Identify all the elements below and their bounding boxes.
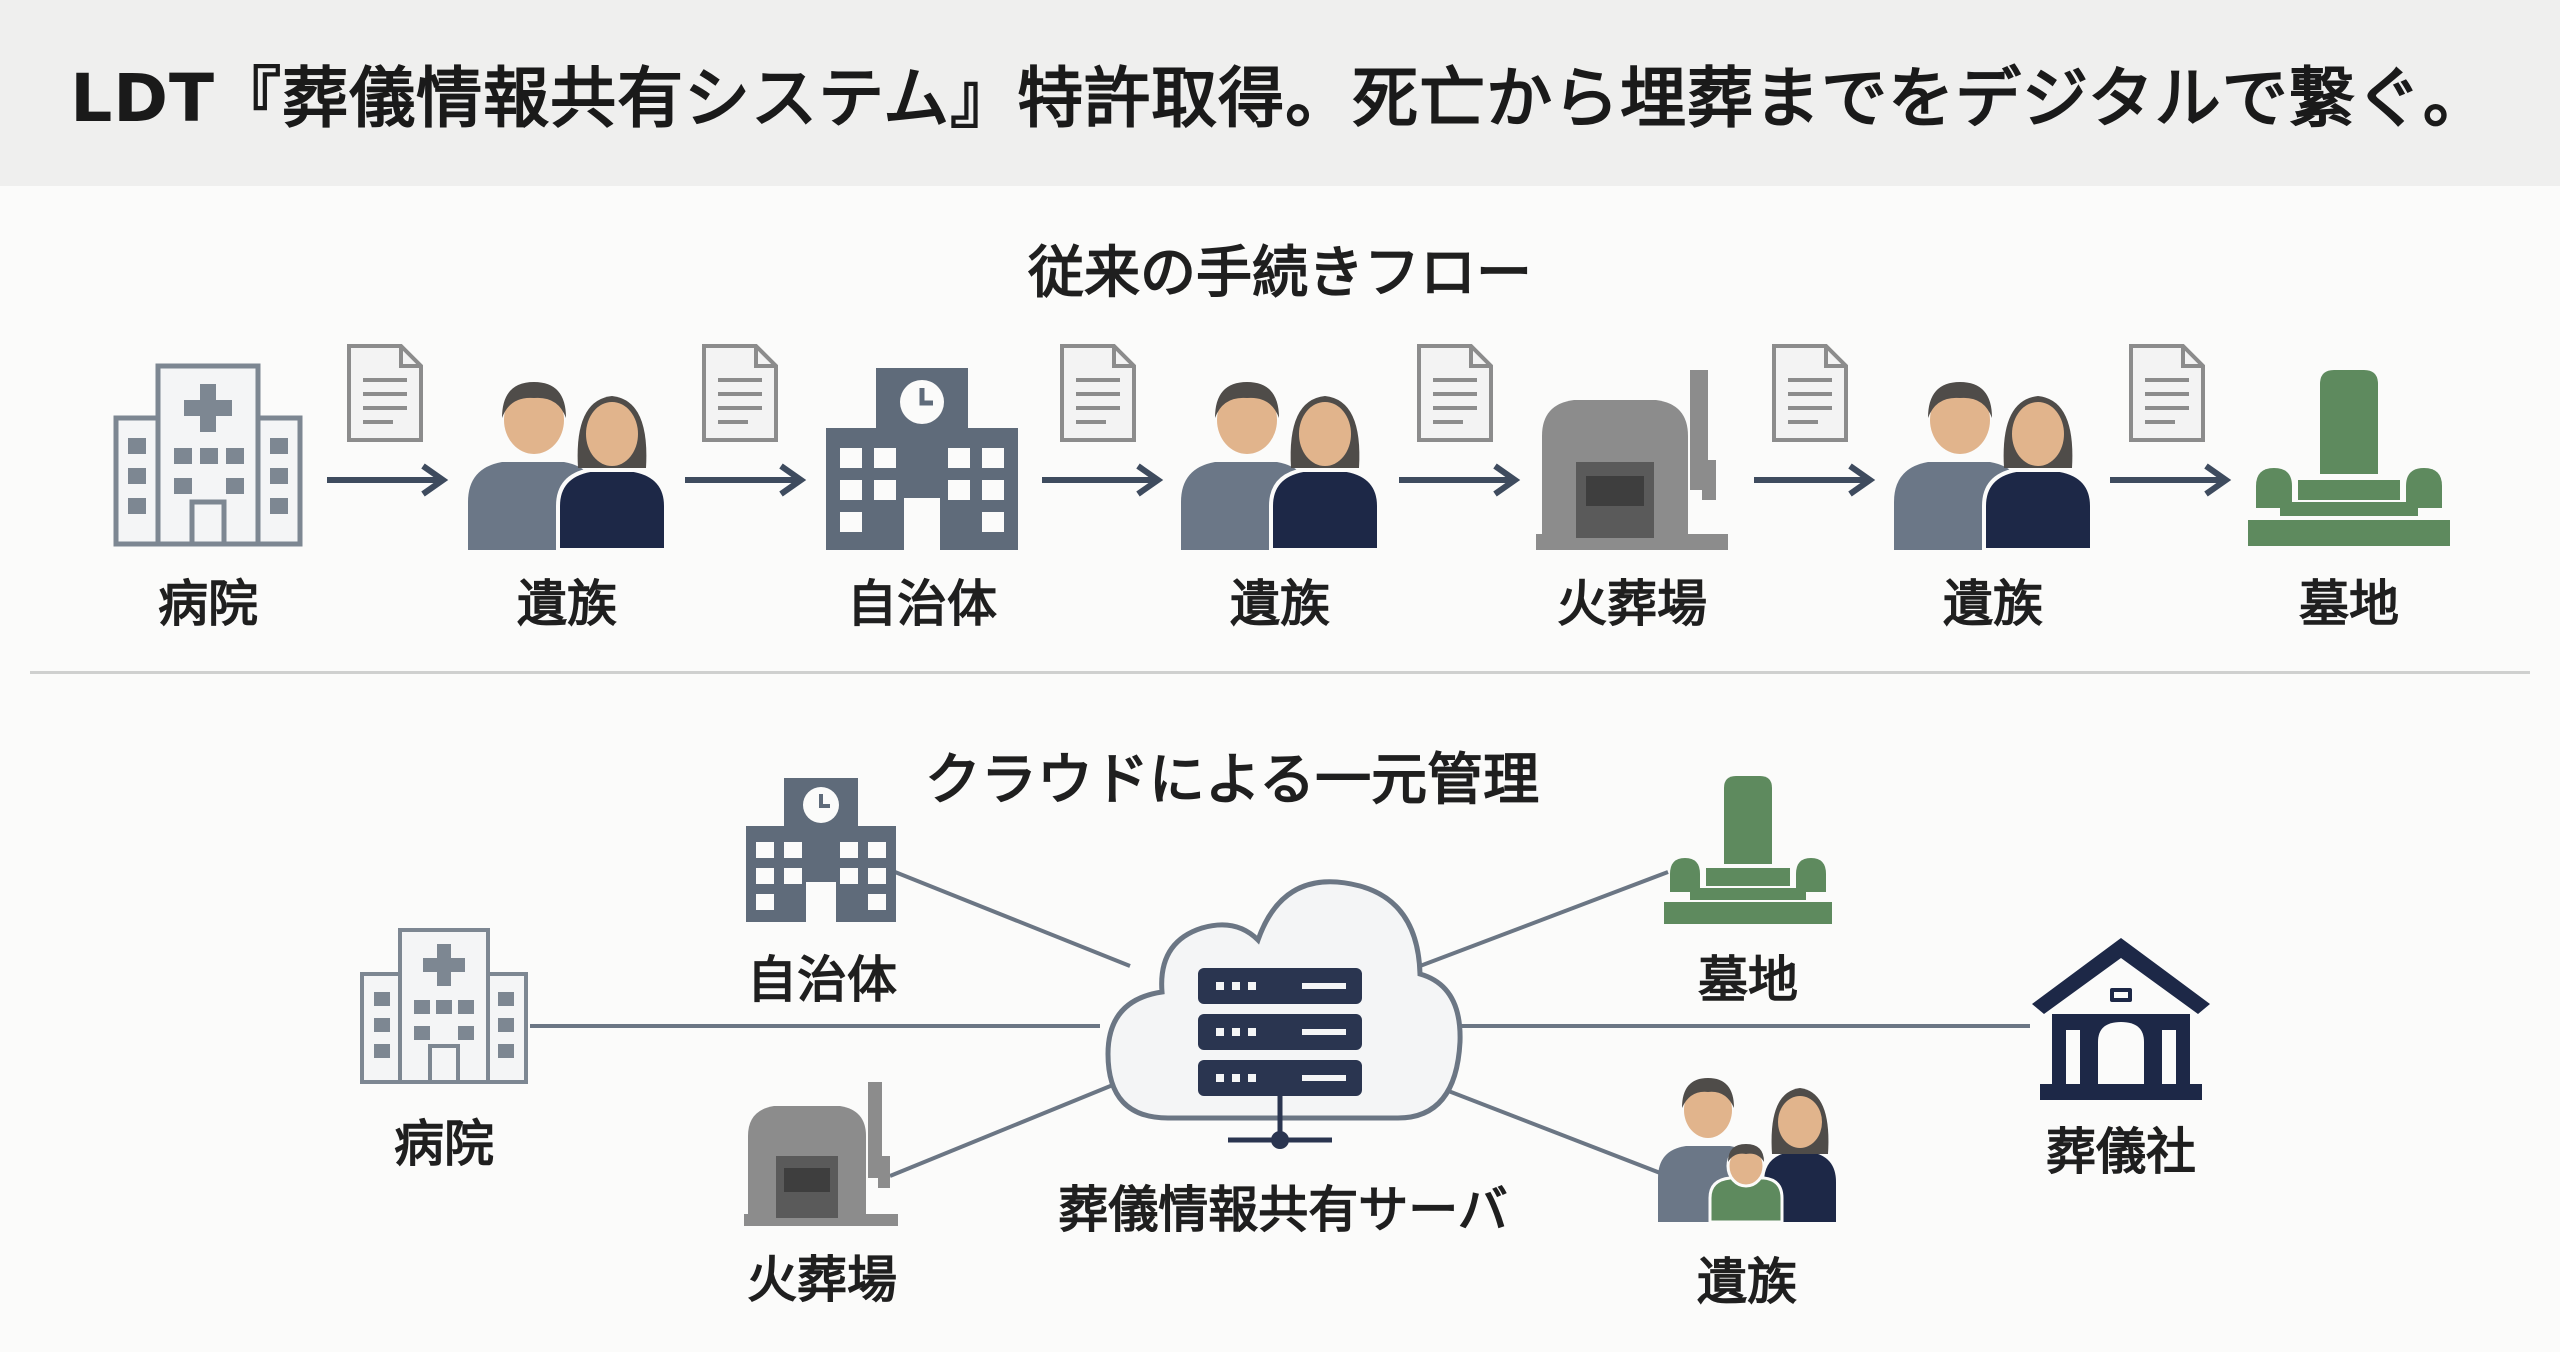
link-crematorium [889, 1076, 1131, 1178]
grave-icon [1664, 776, 1832, 924]
title-bar: LDT『葬儀情報共有システム』特許取得。死亡から埋葬までをデジタルで繋ぐ。 [0, 0, 2560, 186]
flow-step-family [1175, 372, 1385, 552]
hospital-icon [360, 928, 528, 1084]
flow-arrow-icon [1399, 463, 1521, 497]
flow-arrow-icon [327, 463, 449, 497]
flow-step-family [1888, 372, 2098, 552]
flow-step-label: 墓地 [2299, 575, 2399, 633]
city-hall-icon [746, 778, 896, 922]
server-label: 葬儀情報共有サーバ [1058, 1181, 1508, 1239]
funeral-home-icon [2032, 938, 2210, 1100]
family-icon [1181, 382, 1381, 552]
page-title: LDT『葬儀情報共有システム』特許取得。死亡から埋葬までをデジタルで繋ぐ。 [70, 60, 2490, 137]
family-with-child-icon [1658, 1078, 1836, 1224]
flow-step-hospital [108, 362, 308, 552]
hub-node-crematorium [740, 1078, 902, 1228]
hub-node-funeral-company [2030, 934, 2212, 1102]
hub-cloud-server [1098, 858, 1468, 1158]
flow-step-label: 病院 [158, 575, 258, 633]
link-cemetery [1419, 870, 1669, 968]
flow-arrow-icon [685, 463, 807, 497]
flow-step-city-hall [822, 364, 1022, 552]
link-city-hall [889, 868, 1131, 968]
document-icon [347, 344, 423, 442]
hub-node-label: 火葬場 [747, 1251, 897, 1309]
flow-step-grave [2244, 368, 2454, 552]
cloud-server-icon [1105, 879, 1463, 1149]
link-family [1419, 1078, 1669, 1178]
flow-step-label: 遺族 [1943, 575, 2043, 633]
cloud-management-heading: クラウドによる一元管理 [924, 748, 1540, 813]
hub-node-label: 自治体 [747, 951, 897, 1009]
hub-node-label: 葬儀社 [2046, 1123, 2196, 1181]
section-divider [30, 671, 2530, 674]
flow-step-label: 遺族 [517, 575, 617, 633]
hub-node-family [1654, 1074, 1840, 1224]
hub-node-label: 墓地 [1698, 951, 1798, 1009]
hub-node-cemetery [1660, 774, 1836, 928]
flow-step-label: 火葬場 [1557, 575, 1707, 633]
hub-node-label: 病院 [394, 1115, 494, 1173]
flow-arrow-icon [2110, 463, 2232, 497]
flow-step-crematorium [1532, 364, 1732, 552]
crematorium-icon [1536, 370, 1728, 550]
crematorium-icon [744, 1082, 898, 1226]
document-icon [1417, 344, 1493, 442]
document-icon [1060, 344, 1136, 442]
family-icon [468, 382, 668, 552]
flow-arrow-icon [1754, 463, 1876, 497]
hub-node-hospital [356, 926, 532, 1088]
flow-step-label: 自治体 [847, 575, 997, 633]
hub-node-label: 遺族 [1697, 1253, 1797, 1311]
flow-arrow-icon [1042, 463, 1164, 497]
city-hall-icon [826, 368, 1018, 550]
flow-step-label: 遺族 [1230, 575, 1330, 633]
grave-icon [2248, 370, 2450, 546]
hub-node-city-hall [742, 774, 900, 924]
hospital-icon [113, 363, 303, 547]
document-icon [1772, 344, 1848, 442]
document-icon [2129, 344, 2205, 442]
flow-step-family [462, 372, 672, 552]
family-icon [1894, 382, 2094, 552]
traditional-flow-heading: 従来の手続きフロー [1028, 241, 1532, 306]
document-icon [702, 344, 778, 442]
